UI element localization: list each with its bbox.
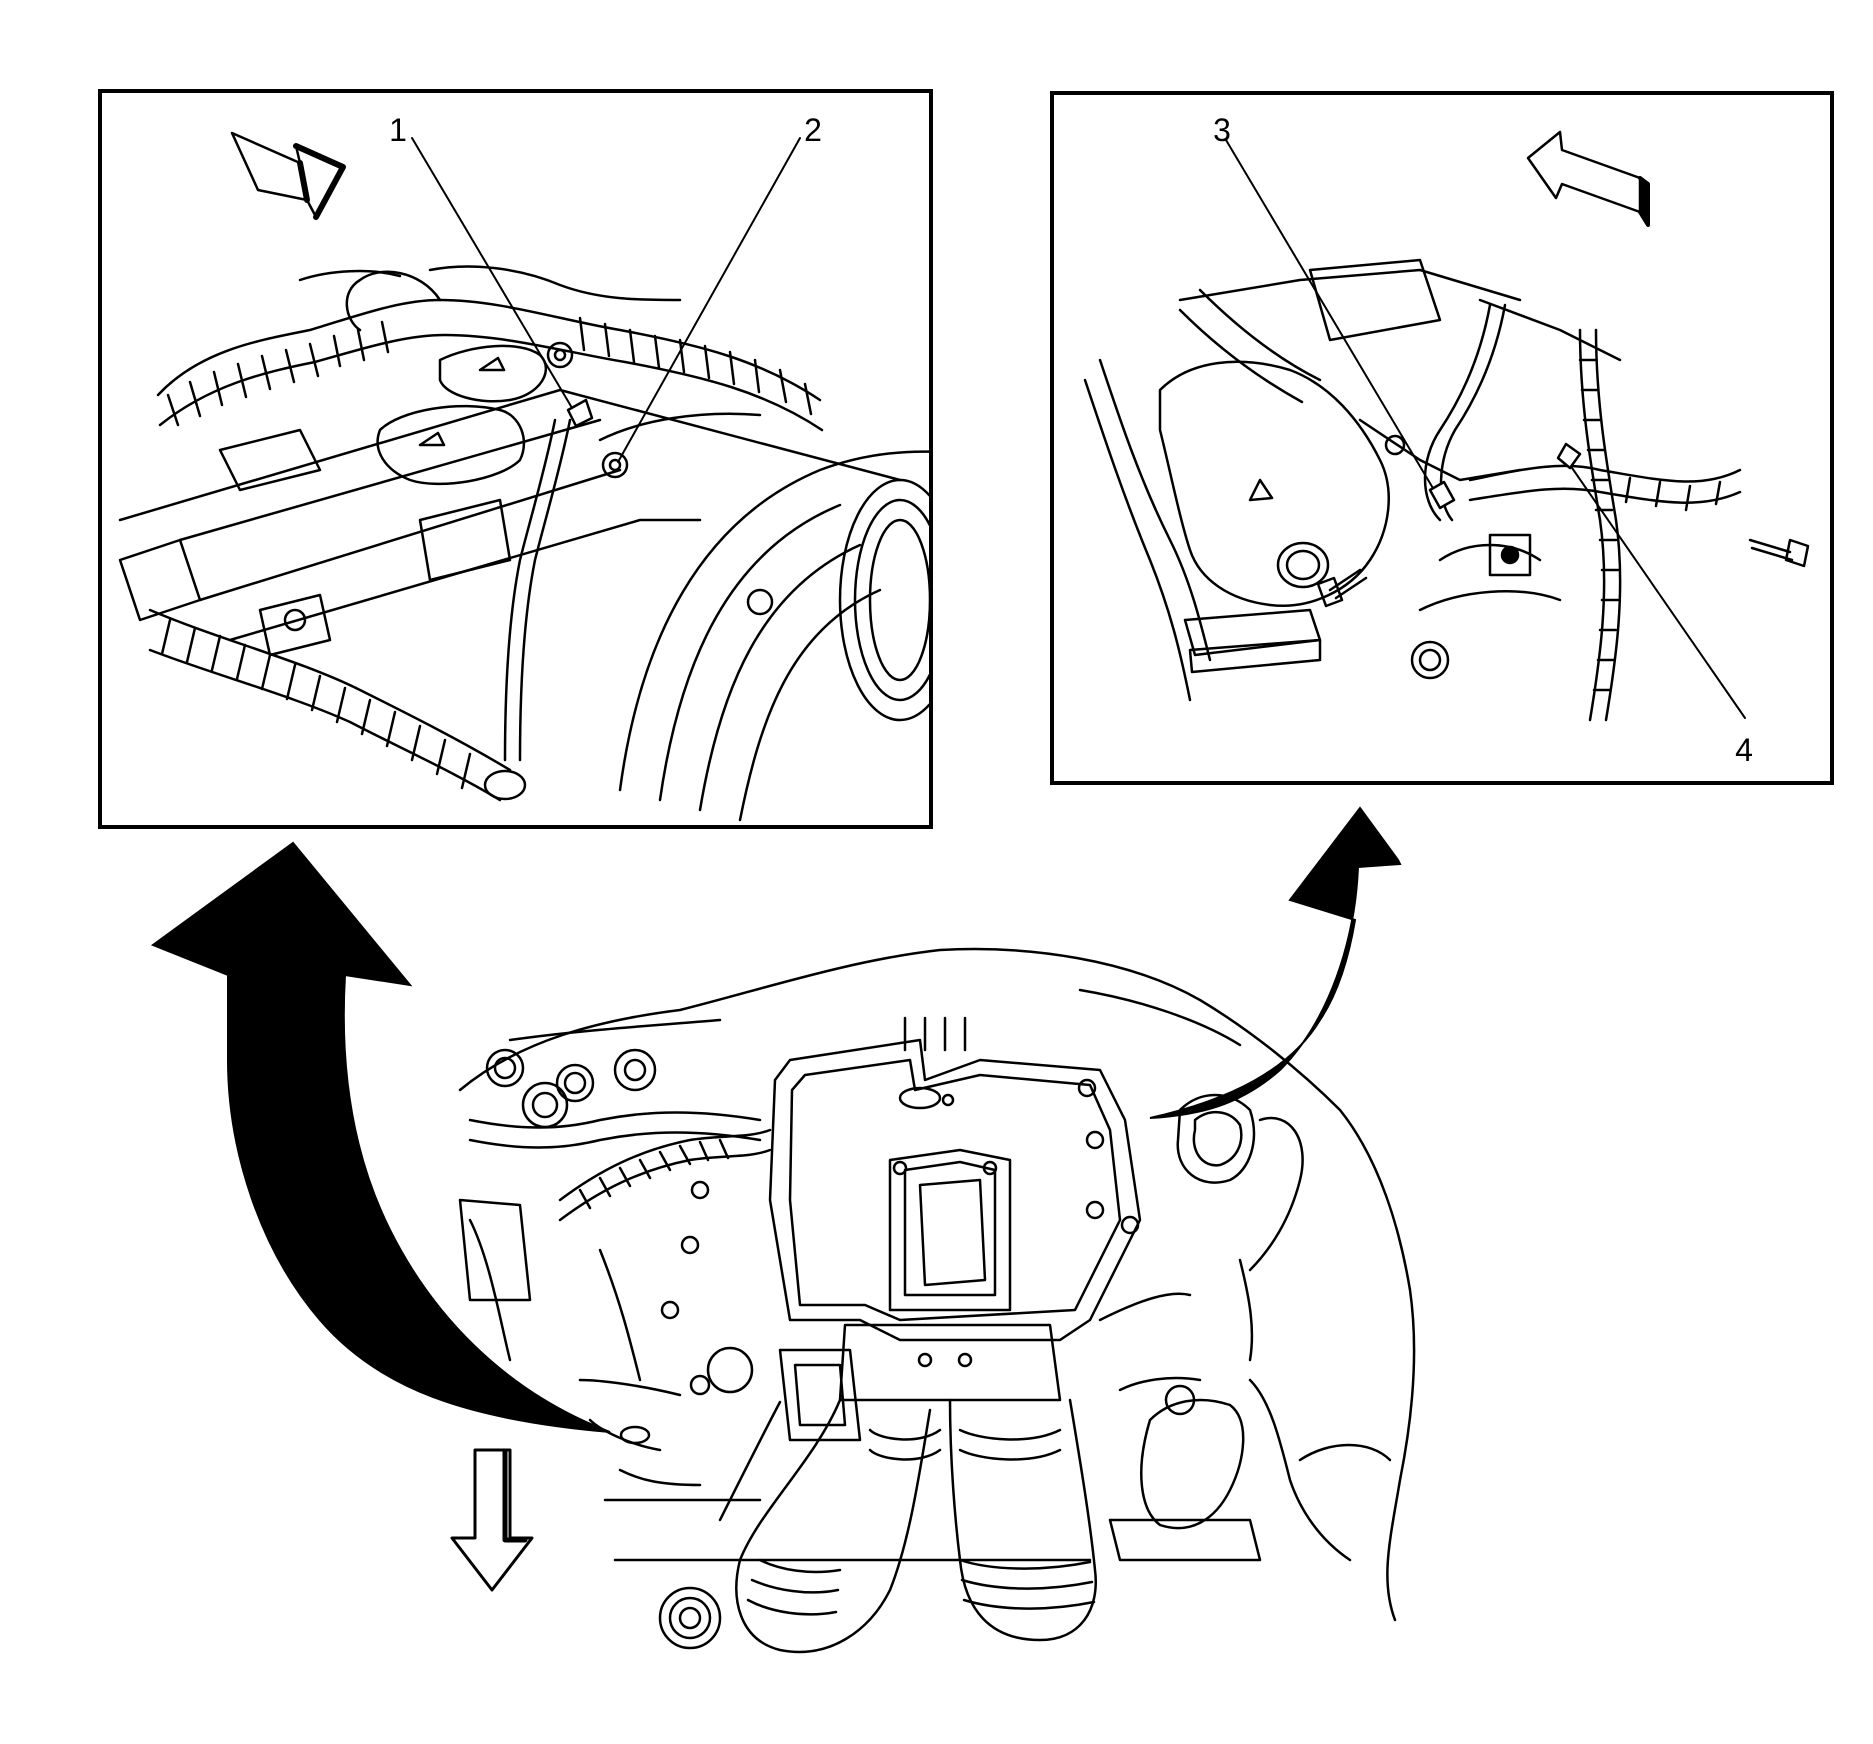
callout-2 <box>618 138 800 462</box>
engine-overview <box>452 949 1414 1652</box>
callout-4 <box>1558 444 1745 718</box>
detail-view-left: 1 2 <box>100 91 960 827</box>
pointer-arrow-left <box>153 843 610 1432</box>
wiring-harness-overview <box>470 1050 770 1394</box>
wiring-harness-upper <box>158 266 822 430</box>
pointer-arrow-right <box>1150 808 1400 1118</box>
callout-3-number: 3 <box>1213 112 1231 148</box>
engine-structure-right <box>1180 260 1620 678</box>
front-cover-pulley <box>600 414 960 820</box>
engine-structure-left <box>120 343 900 655</box>
engine-structure-overview-right <box>1100 1095 1390 1560</box>
wiring-harness-right <box>1425 305 1740 720</box>
detail-frame-left <box>100 91 931 827</box>
callout-2-number: 2 <box>804 112 822 148</box>
intake-plenum <box>770 1018 1140 1340</box>
callout-1 <box>412 138 592 426</box>
callout-3 <box>1226 140 1454 508</box>
callout-3-leader <box>1226 140 1440 500</box>
engine-structure-overview-left <box>460 1200 1090 1648</box>
exhaust-manifold <box>1085 360 1389 700</box>
bolt-right-lower <box>1318 570 1366 606</box>
detail-view-right: 3 4 <box>1052 93 1832 783</box>
callout-2-leader <box>618 138 800 462</box>
callout-1-number: 1 <box>389 112 407 148</box>
detail-frame-right <box>1052 93 1832 783</box>
air-intake-ducts <box>708 1325 1096 1652</box>
forward-direction-arrow <box>452 1450 532 1590</box>
bolt-right-upper <box>1750 540 1808 566</box>
callout-4-leader <box>1570 465 1745 718</box>
callout-1-leader <box>412 138 578 418</box>
callout-4-number: 4 <box>1735 732 1753 768</box>
engine-bay-outline <box>460 949 1414 1620</box>
wiring-harness-lower <box>150 610 525 800</box>
